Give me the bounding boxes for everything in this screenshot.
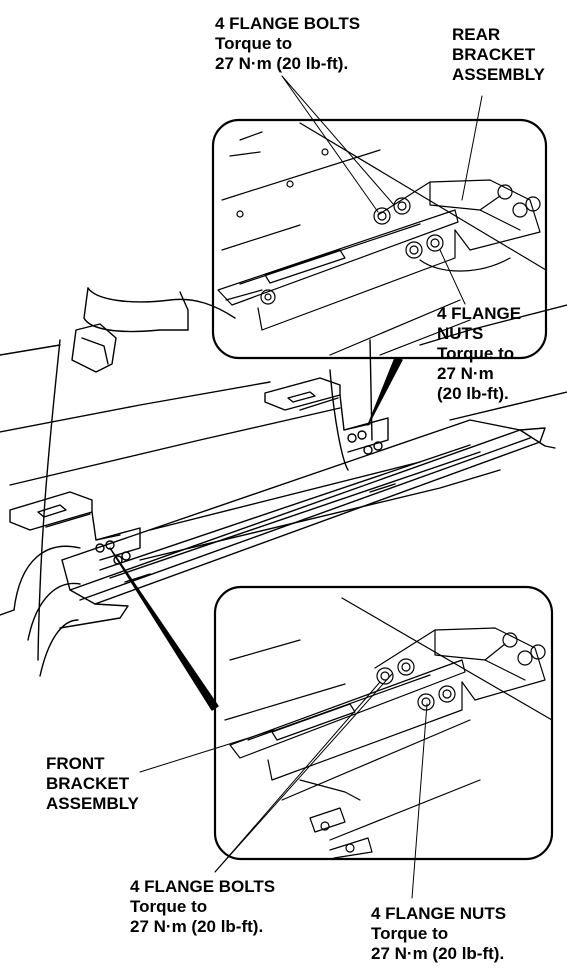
front-bracket-main: [9, 491, 141, 565]
leader-bottom-nuts: [411, 703, 428, 899]
callout-bottom-bolts-line2: Torque to: [130, 897, 208, 916]
front-bracket-detail-inset: [213, 585, 554, 861]
front-wheel-arch: [0, 545, 81, 677]
callout-top-bolts-line1: 4 FLANGE BOLTS: [215, 14, 361, 33]
callout-bottom-nuts-line3: 27 N·m (20 lb-ft).: [371, 944, 505, 963]
callout-top-flange-nuts: 4 FLANGE NUTS Torque to 27 N·m (20 lb-ft…: [437, 304, 521, 404]
callout-front-bracket-line2: BRACKET: [46, 774, 130, 793]
callout-top-bolts-line3: 27 N·m (20 lb-ft).: [215, 54, 349, 73]
callout-top-flange-bolts: 4 FLANGE BOLTS Torque to 27 N·m (20 lb-f…: [215, 14, 360, 74]
callout-bottom-bolts-line1: 4 FLANGE BOLTS: [130, 877, 276, 896]
callout-bottom-flange-bolts: 4 FLANGE BOLTS Torque to 27 N·m (20 lb-f…: [130, 877, 275, 937]
callout-top-nuts-line4: 27 N·m: [437, 364, 494, 383]
front-inset-contents: [224, 597, 553, 859]
leader-bottom-bolts: [214, 673, 393, 873]
callout-top-bolts-line2: Torque to: [215, 34, 293, 53]
inset-pointer-wedges: [109, 357, 403, 711]
callout-front-bracket-line1: FRONT: [46, 754, 105, 773]
rear-bracket-main: [264, 377, 389, 455]
callout-rear-bracket-line3: ASSEMBLY: [452, 65, 545, 84]
callout-front-bracket-assembly: FRONT BRACKET ASSEMBLY: [46, 754, 139, 814]
callout-bottom-bolts-line3: 27 N·m (20 lb-ft).: [130, 917, 264, 936]
callout-rear-bracket-line1: REAR: [452, 25, 501, 44]
callout-rear-bracket-assembly: REAR BRACKET ASSEMBLY: [452, 25, 545, 85]
callout-top-nuts-line1: 4 FLANGE: [437, 304, 522, 323]
leader-front-bracket: [139, 729, 275, 773]
callout-top-nuts-line2: NUTS: [437, 324, 484, 343]
callout-top-nuts-line5: (20 lb-ft).: [437, 384, 509, 403]
rear-inset-contents: [217, 122, 547, 356]
leader-top-bolts: [281, 75, 395, 206]
callout-bottom-nuts-line1: 4 FLANGE NUTS: [371, 904, 507, 923]
leader-top-nuts: [439, 249, 466, 305]
step-rail: [59, 419, 556, 629]
callout-front-bracket-line3: ASSEMBLY: [46, 794, 139, 813]
rear-bracket-detail-inset: [211, 118, 548, 360]
callout-bottom-nuts-line2: Torque to: [371, 924, 449, 943]
callout-bottom-flange-nuts: 4 FLANGE NUTS Torque to 27 N·m (20 lb-ft…: [371, 904, 506, 964]
callout-top-nuts-line3: Torque to: [437, 344, 515, 363]
main-assembly-view: [0, 287, 567, 677]
leader-bottom-bolts-2: [214, 681, 381, 873]
leader-rear-bracket: [461, 95, 483, 201]
callout-rear-bracket-line2: BRACKET: [452, 45, 536, 64]
leader-lines: [139, 75, 483, 899]
leader-top-bolts-2: [281, 75, 379, 213]
